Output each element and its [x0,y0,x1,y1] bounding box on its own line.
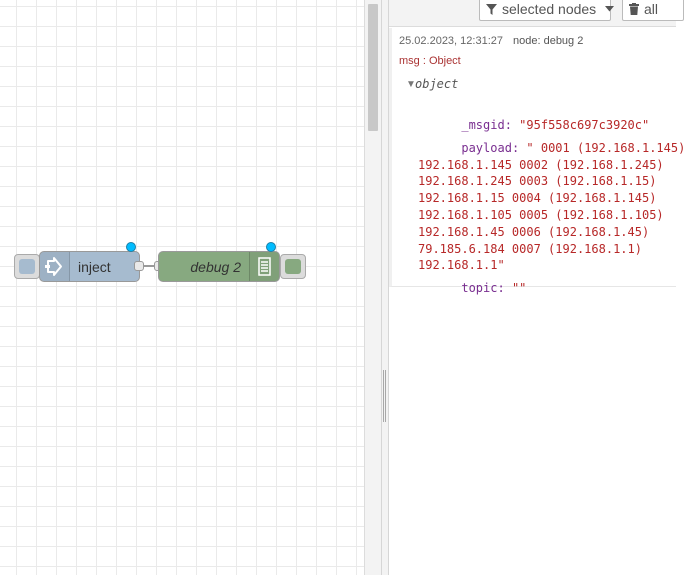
inject-icon-area [40,252,70,281]
payload-line: 192.168.1.105 0005 (192.168.1.105) [418,207,664,222]
payload-key: payload [461,140,512,155]
topic-value: "" [511,280,527,295]
payload-line: " 0001 (192.168.1.145) [526,140,685,155]
debug-list-icon [258,257,271,276]
trash-icon [629,3,639,15]
payload-line: 79.185.6.184 0007 (192.168.1.1) [418,241,642,256]
msgid-value: "95f558c697c3920c" [519,117,650,132]
expand-caret-icon[interactable]: ▼ [406,79,416,90]
topic-key: topic [461,280,498,295]
debug-sidebar: selected nodes all 25.02.2023, 12:31:27 … [389,0,685,575]
splitter-grip-icon [383,370,386,422]
payload-line: 192.168.1.15 0004 (192.168.1.145) [418,191,657,206]
filter-button-label: selected nodes [502,1,597,17]
debug-changed-indicator [266,242,276,252]
msgid-property: _msgid: "95f558c697c3920c" [461,117,650,132]
debug-icon-area [249,252,279,281]
clear-all-button[interactable]: all [622,0,684,21]
inject-changed-indicator [126,242,136,252]
payload-line: 192.168.1.145 0002 (192.168.1.245) [418,157,664,172]
filter-icon [486,3,497,15]
inject-node-label: inject [78,259,111,275]
payload-property: payload: " 0001 (192.168.1.145)192.168.1… [418,140,685,273]
object-label[interactable]: object [415,77,459,91]
debug-message-entry: 25.02.2023, 12:31:27 node: debug 2 msg :… [389,28,685,295]
topic-property: topic: "" [461,280,527,295]
flow-workspace[interactable]: inject debug 2 [0,0,364,575]
message-timestamp: 25.02.2023, 12:31:27 [399,35,503,47]
arrow-in-icon [45,257,62,276]
filter-selected-nodes-button[interactable]: selected nodes [479,0,615,21]
workspace-vertical-scrollbar[interactable] [364,0,381,575]
message-source-node[interactable]: node: debug 2 [513,35,584,47]
inject-trigger-fill [19,259,35,274]
scrollbar-thumb[interactable] [368,4,378,131]
debug-node-label: debug 2 [190,259,241,275]
connection-wire[interactable] [143,265,159,267]
payload-line: 192.168.1.245 0003 (192.168.1.15) [418,174,657,189]
sidebar-splitter[interactable] [381,0,389,575]
inject-trigger-button[interactable] [14,254,40,279]
debug-node[interactable]: debug 2 [158,251,280,282]
debug-toggle-button[interactable] [280,254,306,279]
message-type: msg : Object [399,55,461,67]
debug-toggle-fill [285,259,301,274]
caret-down-icon [605,6,615,12]
clear-button-label: all [644,1,659,17]
payload-line: 192.168.1.45 0006 (192.168.1.45) [418,224,650,239]
msgid-key: _msgid [461,117,505,132]
inject-node[interactable]: inject [39,251,140,282]
payload-line: 192.168.1.1" [418,258,505,273]
debug-toolbar: selected nodes all [389,0,684,27]
